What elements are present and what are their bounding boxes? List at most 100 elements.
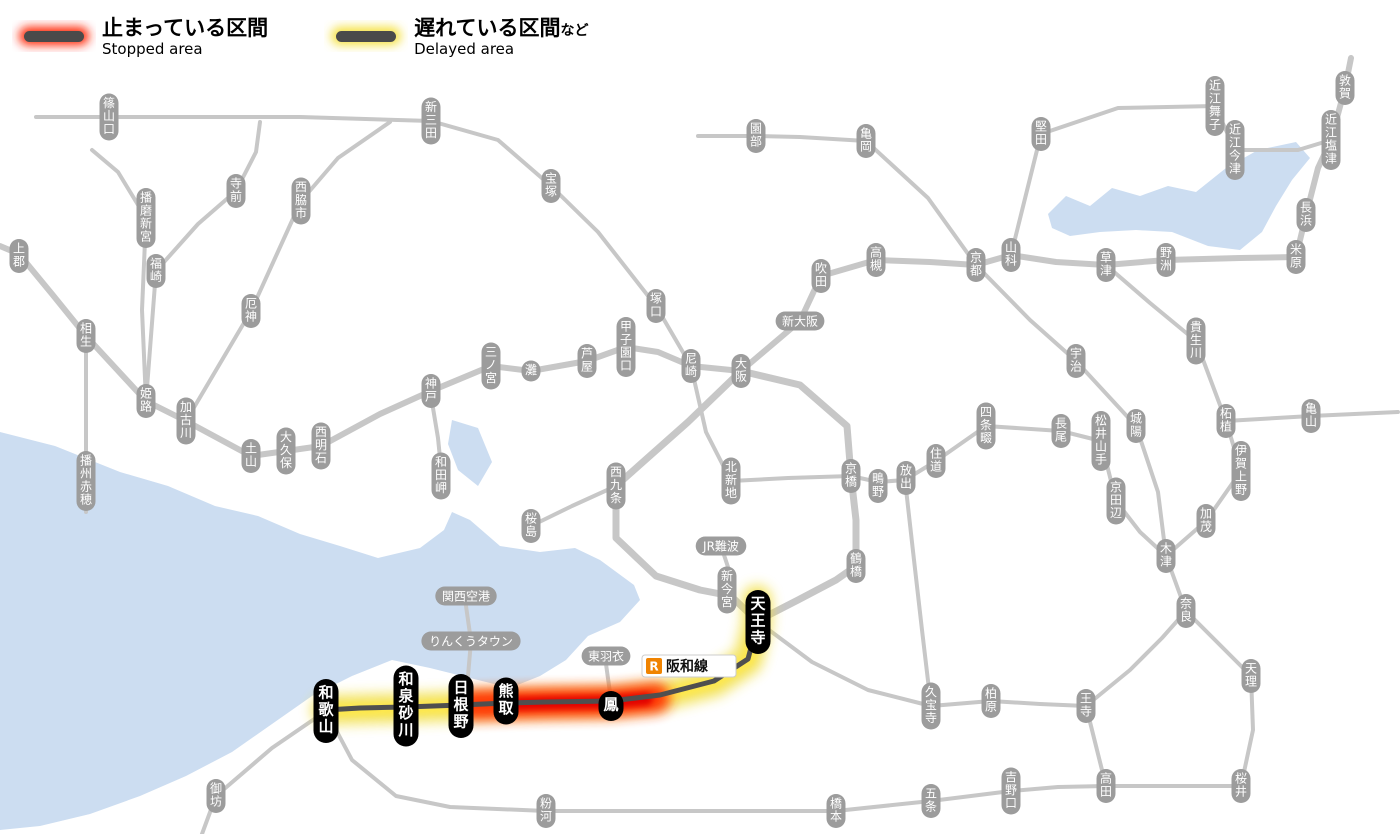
station-粉河: 粉河 — [536, 794, 556, 828]
station-label: 野洲 — [1160, 246, 1172, 273]
station-篠山口: 篠山口 — [99, 93, 119, 141]
station-label: 姫路 — [140, 387, 152, 414]
station-label: 吹田 — [815, 262, 827, 289]
station-pill — [521, 360, 541, 382]
station-pill — [1286, 240, 1306, 274]
station-pill — [1241, 659, 1261, 693]
station-label: 亀岡 — [860, 127, 872, 154]
station-久宝寺: 久宝寺 — [921, 682, 941, 730]
station-pill — [1091, 411, 1111, 471]
station-神戸: 神戸 — [421, 374, 441, 408]
station-pill — [521, 509, 541, 543]
station-鶴橋: 鶴橋 — [846, 549, 866, 583]
station-天理: 天理 — [1241, 659, 1261, 693]
station-pill — [1296, 198, 1316, 232]
station-label: 日根野 — [453, 679, 468, 731]
station-伊賀上野: 伊賀上野 — [1231, 441, 1251, 501]
station-園部: 園部 — [746, 119, 766, 153]
rail-bantan — [144, 120, 262, 403]
station-鳳: 鳳 — [598, 691, 624, 721]
station-label: 熊取 — [498, 682, 514, 717]
station-label: 天理 — [1245, 662, 1257, 689]
station-三ノ宮: 三ノ宮 — [481, 342, 501, 390]
station-label: 伊賀上野 — [1235, 444, 1247, 497]
station-土山: 土山 — [241, 439, 261, 473]
station-label: 大阪 — [735, 357, 747, 384]
station-りんくうタウン: りんくうタウン — [421, 631, 521, 651]
station-label: 米原 — [1290, 243, 1302, 270]
station-pill — [1225, 120, 1245, 180]
station-label: 御坊 — [210, 781, 222, 809]
station-label: 城陽 — [1130, 412, 1142, 439]
station-pill — [981, 684, 1001, 718]
station-label: 芦屋 — [581, 347, 593, 374]
stopped-area-swatch-icon — [19, 27, 89, 45]
station-灘: 灘 — [521, 360, 541, 382]
station-label: 園部 — [750, 122, 762, 149]
station-加古川: 加古川 — [176, 397, 196, 445]
station-宝塚: 宝塚 — [541, 169, 561, 203]
station-label: 塚口 — [650, 292, 662, 319]
station-姫路: 姫路 — [136, 384, 156, 418]
station-pill — [966, 248, 986, 282]
rail-sanin — [696, 134, 978, 267]
station-pill — [1176, 594, 1196, 628]
station-pill — [731, 354, 751, 388]
station-pill — [226, 174, 246, 208]
station-大阪: 大阪 — [731, 354, 751, 388]
station-pill — [1096, 769, 1116, 803]
legend-item-delayed: 遅れている区間など Delayed area — [324, 16, 588, 58]
station-pill — [577, 344, 597, 378]
station-奈良: 奈良 — [1176, 594, 1196, 628]
station-pill — [241, 294, 261, 328]
station-桜井: 桜井 — [1231, 769, 1251, 803]
legend-bar-stopped — [24, 31, 84, 42]
station-福崎: 福崎 — [146, 254, 166, 288]
station-label: 近江今津 — [1229, 123, 1241, 176]
station-pill — [745, 590, 771, 654]
station-label: 柏原 — [985, 686, 997, 714]
station-label: 甲子園口 — [620, 320, 632, 373]
station-橋本: 橋本 — [826, 794, 846, 828]
station-label: 宝塚 — [545, 172, 557, 199]
station-宇治: 宇治 — [1066, 344, 1086, 378]
station-label: 相生 — [80, 322, 92, 349]
rail-kakogawa — [184, 120, 392, 423]
station-label: 播州赤穂 — [80, 454, 92, 507]
station-pill — [291, 177, 311, 225]
station-五条: 五条 — [921, 784, 941, 818]
station-label: 近江塩津 — [1325, 113, 1337, 166]
water-lake-biwa — [1048, 142, 1310, 250]
station-label: 上郡 — [13, 242, 25, 269]
station-堅田: 堅田 — [1031, 117, 1051, 151]
station-pill — [811, 259, 831, 293]
station-pill — [1126, 409, 1146, 443]
station-塚口: 塚口 — [646, 289, 666, 323]
legend-delayed-label-main: 遅れている区間 — [414, 16, 561, 40]
station-相生: 相生 — [76, 319, 96, 353]
station-関西空港: 関西空港 — [435, 586, 497, 606]
station-亀山: 亀山 — [1301, 399, 1321, 433]
station-label: 加古川 — [180, 400, 192, 440]
hanwa-badge-label: 阪和線 — [666, 658, 708, 675]
station-pill — [99, 93, 119, 141]
station-放出: 放出 — [896, 461, 916, 495]
station-熊取: 熊取 — [493, 677, 519, 725]
station-pill — [176, 397, 196, 445]
station-pill — [606, 462, 626, 510]
station-label: 橋本 — [830, 797, 842, 824]
station-pill — [311, 422, 331, 470]
station-pill — [146, 254, 166, 288]
station-pill — [1205, 76, 1225, 136]
station-pill — [1096, 248, 1116, 282]
station-pill — [1156, 243, 1176, 277]
station-西明石: 西明石 — [311, 422, 331, 470]
station-北新地: 北新地 — [721, 457, 741, 505]
station-芦屋: 芦屋 — [577, 344, 597, 378]
station-播磨新宮: 播磨新宮 — [136, 188, 156, 248]
station-敦賀: 敦賀 — [1335, 71, 1355, 105]
station-label: 宇治 — [1070, 347, 1082, 374]
station-桜島: 桜島 — [521, 509, 541, 543]
station-pill — [1186, 317, 1206, 365]
